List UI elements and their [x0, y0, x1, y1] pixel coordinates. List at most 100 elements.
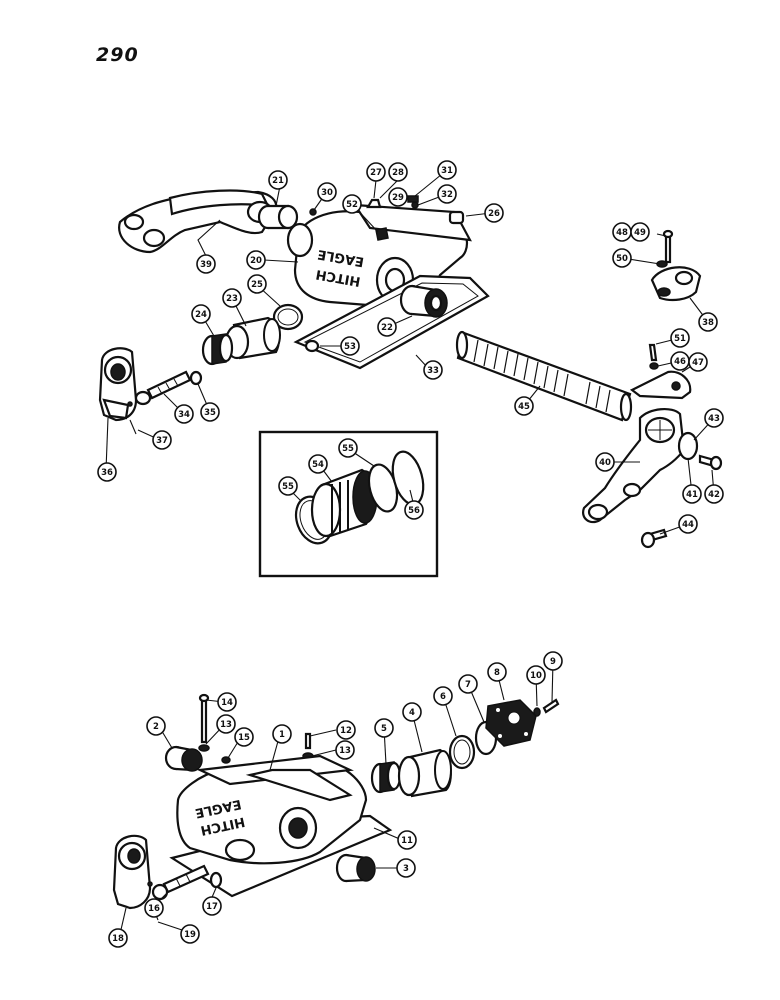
callout-37: 37 — [152, 430, 172, 450]
svg-text:18: 18 — [112, 934, 124, 944]
callout-23: 23 — [222, 288, 242, 308]
svg-text:21: 21 — [272, 176, 284, 186]
svg-text:17: 17 — [206, 902, 218, 912]
svg-text:43: 43 — [708, 414, 720, 424]
svg-text:27: 27 — [370, 168, 382, 178]
callout-3: 3 — [396, 858, 416, 878]
callout-38: 38 — [698, 312, 718, 332]
svg-text:20: 20 — [250, 256, 262, 266]
svg-text:7: 7 — [465, 680, 471, 690]
bolt-44 — [640, 528, 668, 549]
svg-text:3: 3 — [403, 864, 409, 874]
svg-text:13: 13 — [220, 720, 232, 730]
callout-19: 19 — [180, 924, 200, 944]
callout-56: 56 — [404, 500, 424, 520]
washer-10 — [533, 707, 541, 717]
callout-6: 6 — [433, 686, 453, 706]
callout-28: 28 — [388, 162, 408, 182]
svg-text:11: 11 — [401, 836, 413, 846]
callout-4: 4 — [402, 702, 422, 722]
callout-18: 18 — [108, 928, 128, 948]
svg-text:8: 8 — [494, 668, 500, 678]
washer-13-left — [198, 744, 210, 752]
bushing-5 — [370, 761, 402, 794]
svg-text:4: 4 — [409, 708, 415, 718]
sleeve-23 — [224, 316, 281, 360]
callout-34: 34 — [174, 404, 194, 424]
svg-text:29: 29 — [392, 193, 404, 203]
cover-plate-8 — [485, 699, 537, 747]
bolt-14 — [200, 698, 208, 744]
callout-30: 30 — [317, 182, 337, 202]
callout-7: 7 — [458, 674, 478, 694]
bushing-21 — [257, 204, 299, 230]
callout-20: 20 — [246, 250, 266, 270]
callout-27: 27 — [366, 162, 386, 182]
svg-text:31: 31 — [441, 166, 453, 176]
cotter-pin-37 — [129, 419, 137, 435]
svg-text:6: 6 — [440, 692, 446, 702]
callout-53: 53 — [340, 336, 360, 356]
callout-47: 47 — [688, 352, 708, 372]
callout-1: 1 — [272, 724, 292, 744]
callout-2: 2 — [146, 716, 166, 736]
pin-34 — [134, 370, 192, 406]
rockshaft-38 — [455, 330, 633, 422]
page-number: 290 — [96, 44, 139, 66]
washer-47 — [649, 362, 659, 370]
svg-text:2: 2 — [153, 722, 159, 732]
svg-text:16: 16 — [148, 904, 160, 914]
lift-link-36 — [98, 347, 138, 422]
svg-text:10: 10 — [530, 671, 542, 681]
svg-text:47: 47 — [692, 358, 704, 368]
fitting-30 — [309, 208, 317, 216]
svg-text:26: 26 — [488, 209, 500, 219]
callout-55: 55 — [278, 476, 298, 496]
svg-text:41: 41 — [686, 490, 698, 500]
svg-text:30: 30 — [321, 188, 333, 198]
callout-35: 35 — [200, 402, 220, 422]
callout-36: 36 — [97, 462, 117, 482]
callout-25: 25 — [247, 274, 267, 294]
callout-31: 31 — [437, 160, 457, 180]
hitch-housing-lower: EAGLE HITCH — [176, 754, 368, 865]
callout-44: 44 — [678, 514, 698, 534]
callout-52: 52 — [342, 194, 362, 214]
callout-24: 24 — [191, 304, 211, 324]
bearing-3 — [335, 853, 376, 883]
washer-32 — [411, 201, 419, 209]
svg-text:19: 19 — [184, 930, 196, 940]
svg-text:39: 39 — [200, 260, 212, 270]
svg-text:46: 46 — [674, 357, 686, 367]
lower-assembly: EAGLE HITCH — [112, 660, 560, 935]
svg-text:22: 22 — [381, 323, 393, 333]
o-ring-35 — [189, 370, 203, 386]
bushing-2 — [164, 745, 203, 772]
bearing-22 — [399, 284, 448, 318]
upper-assembly: EAGLE HITCH — [98, 169, 723, 549]
callout-11: 11 — [397, 830, 417, 850]
svg-text:24: 24 — [195, 310, 207, 320]
callout-33: 33 — [423, 360, 443, 380]
svg-text:38: 38 — [702, 318, 714, 328]
callout-14: 14 — [217, 692, 237, 712]
callout-54: 54 — [308, 454, 328, 474]
fitting-53 — [304, 339, 320, 353]
svg-text:1: 1 — [279, 730, 285, 740]
callout-13: 13 — [216, 714, 236, 734]
svg-text:56: 56 — [408, 506, 420, 516]
callout-labels: 21 30 27 28 31 29 3 2 26 52 20 39 25 23 24 22 53 33 34 35 37… — [97, 160, 724, 948]
callout-39: 39 — [196, 254, 216, 274]
svg-text:52: 52 — [346, 200, 358, 210]
svg-text:14: 14 — [221, 698, 233, 708]
svg-text:50: 50 — [616, 254, 628, 264]
fitting-15 — [221, 756, 231, 764]
svg-text:25: 25 — [251, 280, 263, 290]
svg-text:33: 33 — [427, 366, 439, 376]
o-ring-17 — [209, 871, 223, 889]
callout-41: 41 — [682, 484, 702, 504]
bolt-46 — [648, 343, 658, 362]
callout-9: 9 — [543, 651, 563, 671]
bushing-24 — [201, 333, 234, 366]
